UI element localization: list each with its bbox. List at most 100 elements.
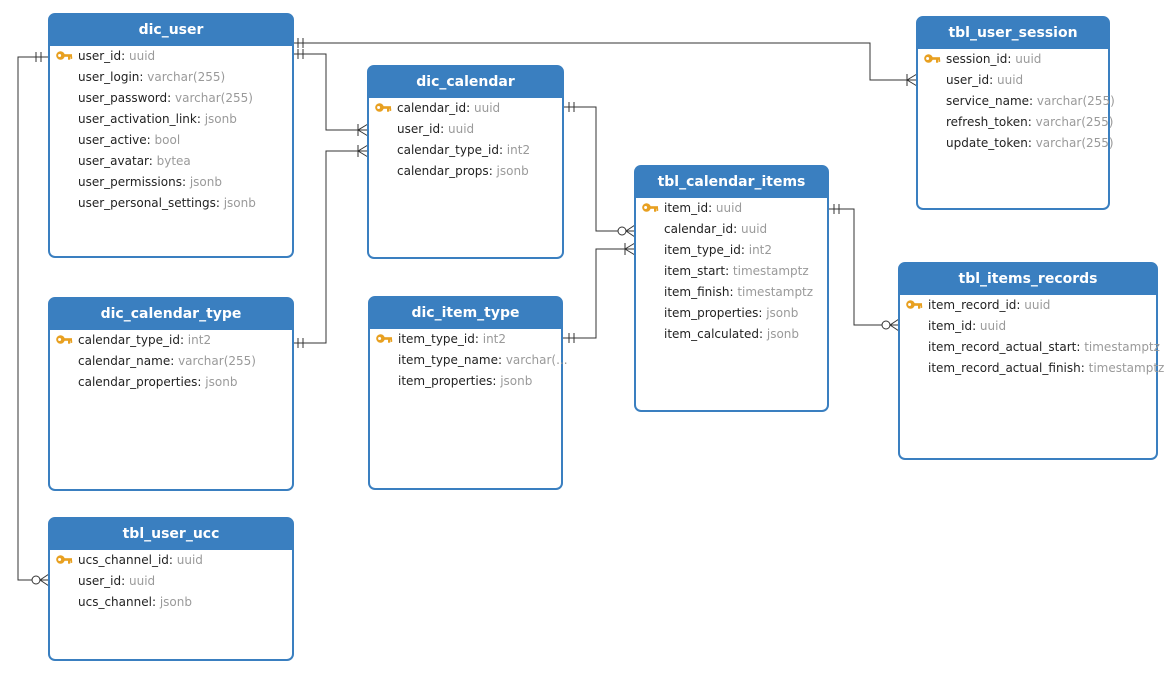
field-type: jsonb [189,175,222,189]
field-name: user_id [78,574,122,588]
field-name: user_avatar [78,154,149,168]
field-row[interactable]: user_login: varchar(255) [50,67,292,88]
field-type: jsonb [204,112,237,126]
field-type: varchar(255) [1035,115,1114,129]
field-row[interactable]: user_password: varchar(255) [50,88,292,109]
field-name: item_type_id [664,243,741,257]
field-separator: : [492,374,501,388]
field-row[interactable]: item_calculated: jsonb [636,324,827,345]
field-row[interactable]: item_start: timestamptz [636,261,827,282]
field-type: uuid [996,73,1024,87]
field-name: item_id [664,201,709,215]
field-row[interactable]: item_record_actual_start: timestamptz [900,337,1160,358]
field-row[interactable]: item_type_id: int2 [636,240,827,261]
field-type: varchar(255) [1036,94,1115,108]
field-row[interactable]: user_active: bool [50,130,292,151]
primary-key-field-row[interactable]: ucs_channel_id: uuid [50,550,292,571]
field-separator: : [197,375,206,389]
field-type: uuid [1015,52,1042,66]
field-type: uuid [447,122,475,136]
field-row[interactable]: item_finish: timestamptz [636,282,827,303]
field-type: uuid [715,201,743,215]
field-row[interactable]: user_permissions: jsonb [50,172,292,193]
field-separator: : [725,264,733,278]
field-name: user_activation_link [78,112,197,126]
field-separator: : [168,553,177,567]
primary-key-field-row[interactable]: session_id: uuid [918,49,1108,70]
field-row[interactable]: calendar_name: varchar(255) [50,351,292,372]
field-name: item_record_id [928,298,1017,312]
field-row[interactable]: user_activation_link: jsonb [50,109,292,130]
field-type: uuid [128,574,156,588]
field-separator: : [1007,52,1016,66]
field-row[interactable]: item_properties: jsonb [370,371,561,392]
field-name: user_permissions [78,175,182,189]
field-row[interactable]: update_token: varchar(255) [918,133,1114,154]
field-separator: : [1027,115,1036,129]
field-name: user_active [78,133,147,147]
field-name: calendar_id [397,101,467,115]
field-separator: : [488,164,497,178]
field-separator: : [179,333,188,347]
field-name: calendar_props [397,164,489,178]
field-row[interactable]: item_properties: jsonb [636,303,827,324]
field-name: item_start [664,264,726,278]
field-type: bool [154,133,181,147]
field-separator: : [740,243,749,257]
field-row[interactable]: calendar_id: uuid [636,219,827,240]
key-icon [55,553,73,567]
field-name: item_record_actual_finish [928,361,1081,375]
field-row[interactable]: user_id: uuid [50,571,292,592]
field-row[interactable]: calendar_props: jsonb [369,161,562,182]
field-type: timestamptz [737,285,814,299]
field-type: int2 [187,333,212,347]
field-separator: : [972,319,980,333]
field-row[interactable]: service_name: varchar(255) [918,91,1115,112]
field-row[interactable]: calendar_type_id: int2 [369,140,562,161]
field-separator: : [1016,298,1025,312]
primary-key-field-row[interactable]: user_id: uuid [50,46,292,67]
field-name: item_type_name [398,353,498,367]
field-row[interactable]: user_id: uuid [369,119,562,140]
field-row[interactable]: item_type_name: varchar(... [370,350,568,371]
field-separator: : [196,112,205,126]
field-separator: : [121,49,129,63]
field-separator: : [1080,361,1089,375]
field-name: user_id [397,122,441,136]
field-row[interactable]: user_avatar: bytea [50,151,292,172]
primary-key-field-row[interactable]: calendar_id: uuid [369,98,562,119]
field-name: calendar_properties [78,375,198,389]
field-row[interactable]: item_record_actual_finish: timestamptz [900,358,1164,379]
field-name: item_properties [664,306,759,320]
relation-items-records [828,204,900,332]
field-row[interactable]: user_personal_settings: jsonb [50,193,292,214]
field-type: jsonb [159,595,192,609]
field-row[interactable]: refresh_token: varchar(255) [918,112,1114,133]
table-title: tbl_items_records [900,264,1156,295]
field-separator: : [989,73,997,87]
key-icon [905,298,923,312]
field-type: jsonb [500,374,533,388]
primary-key-field-row[interactable]: item_record_id: uuid [900,295,1156,316]
primary-key-field-row[interactable]: calendar_type_id: int2 [50,330,292,351]
primary-key-field-row[interactable]: item_id: uuid [636,198,827,219]
field-row[interactable]: user_id: uuid [918,70,1108,91]
primary-key-field-row[interactable]: item_type_id: int2 [370,329,561,350]
field-name: item_calculated [664,327,759,341]
field-row[interactable]: ucs_channel: jsonb [50,592,292,613]
field-name: item_record_actual_start [928,340,1077,354]
field-type: jsonb [766,306,799,320]
field-separator: : [148,154,157,168]
field-row[interactable]: item_id: uuid [900,316,1156,337]
field-type: timestamptz [1088,361,1165,375]
field-separator: : [733,222,741,236]
field-row[interactable]: calendar_properties: jsonb [50,372,292,393]
